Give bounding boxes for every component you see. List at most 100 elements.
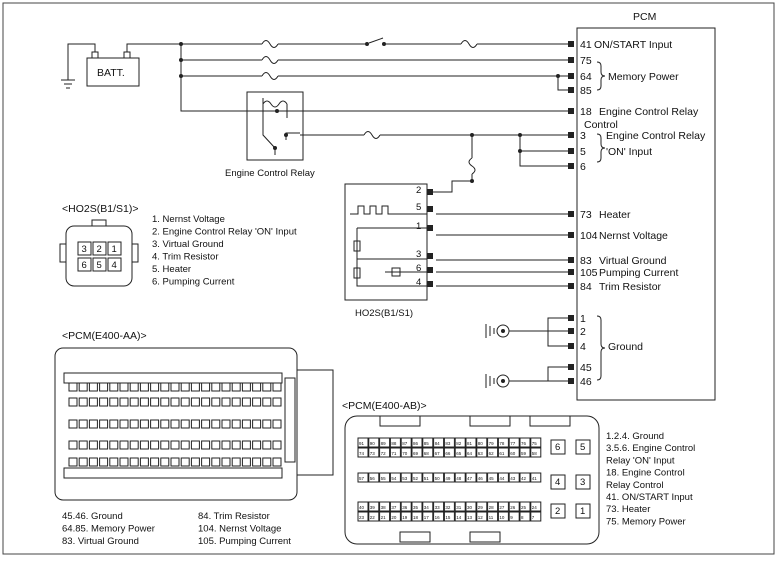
pcm-ab-pin-number: 14 xyxy=(456,515,462,520)
pcm-ab-pin-cell xyxy=(433,511,445,522)
sensor-pin-number: 6 xyxy=(416,263,421,274)
sensor-label: HO2S(B1/S1) xyxy=(355,308,413,319)
pcm-ab-pin-cell xyxy=(389,511,401,522)
pcm-pin-label: ON/START Input xyxy=(594,39,672,51)
pcm-pin-number: 41 xyxy=(580,39,592,51)
pcm-aa-pin-cell xyxy=(231,440,241,450)
pcm-ab-pin-number: 35 xyxy=(413,505,419,510)
pcm-pin-label: Engine Control Relay xyxy=(599,106,699,118)
pcm-ab-pin-number: 52 xyxy=(413,476,419,481)
pcm-aa-pin-cell xyxy=(88,457,98,467)
pcm-aa-pin-cell xyxy=(160,382,170,392)
pcm-aa-outline xyxy=(54,347,298,501)
pcm-ab-pin-cell xyxy=(400,437,412,448)
pcm-aa-pin-cell xyxy=(150,440,160,450)
pcm-ab-pin-number: 71 xyxy=(391,451,397,456)
pcm-ab-pin-number: 49 xyxy=(445,476,451,481)
pcm-pin-terminal xyxy=(568,57,574,63)
battery-terminal-pos xyxy=(123,51,131,59)
pcm-ab-side-cell xyxy=(550,503,566,519)
pcm-aa-pin-cell xyxy=(180,440,190,450)
pcm-aa-pin-cell xyxy=(252,457,262,467)
pcm-ab-pin-number: 30 xyxy=(467,505,473,510)
pcm-ab-pin-number: 50 xyxy=(435,476,441,481)
pcm-ab-pin-cell xyxy=(454,472,466,483)
pcm-ab-pin-number: 33 xyxy=(435,505,441,510)
pcm-aa-legend-item: 45.46. Ground xyxy=(62,511,123,522)
pcm-ab-pin-number: 65 xyxy=(456,451,462,456)
fuse-icon xyxy=(261,56,279,64)
relay-on-brace xyxy=(596,133,606,163)
pcm-ab-side-number: 4 xyxy=(555,477,560,488)
pcm-ab-pin-number: 37 xyxy=(391,505,397,510)
pcm-aa-pin-cell xyxy=(129,457,139,467)
pcm-ab-pin-cell xyxy=(443,501,455,512)
pcm-ab-pin-cell xyxy=(476,501,488,512)
pcm-ab-side-number: 5 xyxy=(580,442,585,453)
pcm-ab-pin-number: 67 xyxy=(435,451,441,456)
ho2s-connector-outline xyxy=(65,225,133,287)
sensor-pin-terminal xyxy=(427,267,433,273)
pcm-ab-pin-cell xyxy=(433,437,445,448)
pcm-ab-pin-number: 43 xyxy=(510,476,516,481)
pcm-pin-terminal xyxy=(568,211,574,217)
pcm-ab-pin-number: 32 xyxy=(445,505,451,510)
pcm-pin-terminal xyxy=(568,148,574,154)
pcm-pin-label: Pumping Current xyxy=(599,267,678,279)
pcm-aa-pin-cell xyxy=(170,440,180,450)
pcm-pin-number: 84 xyxy=(580,281,592,293)
battery-terminal-neg xyxy=(91,51,99,59)
pcm-ab-pin-number: 82 xyxy=(456,441,462,446)
pcm-aa-pin-cell xyxy=(211,419,221,429)
pcm-ab-pin-cell xyxy=(433,472,445,483)
pcm-ab-pin-number: 19 xyxy=(402,515,408,520)
pcm-ab-pin-cell xyxy=(368,447,380,458)
pcm-aa-pin-cell xyxy=(201,457,211,467)
pcm-ab-pin-number: 28 xyxy=(489,505,495,510)
pcm-pin-terminal xyxy=(568,328,574,334)
pcm-aa-pin-cell xyxy=(262,419,272,429)
pcm-ab-side-cell xyxy=(575,503,591,519)
pcm-ab-side-cell xyxy=(550,474,566,490)
pcm-aa-pin-grid xyxy=(63,372,283,479)
pcm-ab-pin-cell xyxy=(476,511,488,522)
pcm-ab-pin-number: 12 xyxy=(478,515,484,520)
pcm-ab-pin-number: 88 xyxy=(391,441,397,446)
pcm-ab-pin-cell xyxy=(530,472,542,483)
pcm-pin-number: 5 xyxy=(580,146,586,158)
pcm-ab-pin-cell xyxy=(508,501,520,512)
pcm-pin-terminal xyxy=(568,132,574,138)
pcm-title: PCM xyxy=(633,11,656,23)
pcm-aa-pin-cell xyxy=(119,419,129,429)
pcm-aa-pin-cell xyxy=(139,382,149,392)
batt-feed-wire xyxy=(126,43,262,52)
pcm-pin-number: 104 xyxy=(580,230,598,242)
pcm-ab-pin-number: 18 xyxy=(413,515,419,520)
pcm-aa-pin-cell xyxy=(221,397,231,407)
pcm-ab-pin-number: 40 xyxy=(359,505,365,510)
pcm-ab-pin-number: 38 xyxy=(381,505,387,510)
pcm-ab-pin-number: 68 xyxy=(424,451,430,456)
pcm-ab-pin-number: 45 xyxy=(489,476,495,481)
pcm-ab-pin-number: 85 xyxy=(424,441,430,446)
pcm-aa-pin-cell xyxy=(190,419,200,429)
pcm-ab-pin-number: 7 xyxy=(532,515,535,520)
pcm-ab-pin-number: 8 xyxy=(521,515,524,520)
ho2s-legend-item: 4. Trim Resistor xyxy=(152,252,219,263)
pcm-ab-pin-cell xyxy=(487,501,499,512)
pcm-aa-pin-cell xyxy=(68,382,78,392)
pcm-aa-pin-cell xyxy=(78,457,88,467)
pcm-pin-number: 85 xyxy=(580,85,592,97)
pcm-pin-terminal xyxy=(568,283,574,289)
pcm-ab-pin-cell xyxy=(519,501,531,512)
ground-eyelet-icon xyxy=(496,374,510,388)
pcm-ab-pin-cell xyxy=(508,437,520,448)
memory-power-wire xyxy=(180,44,262,61)
pcm-ab-pin-cell xyxy=(400,447,412,458)
pcm-aa-pin-cell xyxy=(160,397,170,407)
pcm-ab-pin-cell xyxy=(389,437,401,448)
pcm-ab-pin-number: 23 xyxy=(359,515,365,520)
pcm-aa-pin-cell xyxy=(139,457,149,467)
